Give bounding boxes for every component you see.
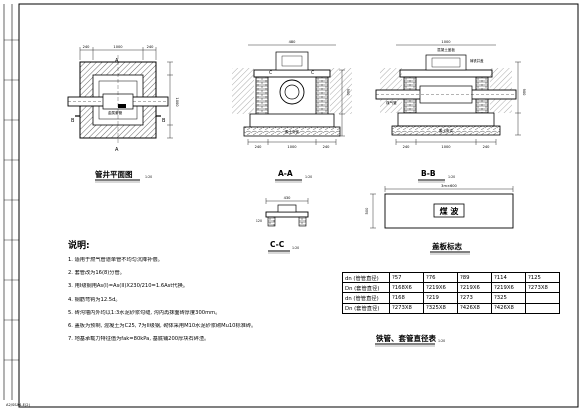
table-row: dn (管管直径) ?57 ?76 ?89 ?114 ?125	[342, 271, 560, 284]
drawing-stamp: A2/SSA4-E(2)	[6, 403, 30, 407]
note-item: 3. 用I级钢用As(I)=As(II)X230/210=1.6Ast代换。	[68, 283, 188, 290]
table-row: Dn (套管直径) ?273X8 ?325X8 ?426X8 ?426X8	[342, 302, 560, 314]
table-cell: ?273X8	[525, 282, 560, 294]
table-cell: ?89	[457, 271, 492, 284]
title-underlines	[95, 179, 470, 347]
plan-title: 管井平面图	[95, 170, 133, 179]
aa-dim-right: 240	[323, 145, 331, 149]
bb-top-label-2: 铸铁井盖	[470, 58, 484, 63]
notes-block: 说明: 1. 适用于燃气管道单管不均匀沉降补偿。 2. 套管改为16(8)分管。…	[68, 238, 326, 349]
plan-dim-right: 240	[147, 45, 155, 49]
table-cell	[525, 302, 560, 314]
table-row: Dn (套管直径) ?168X6 ?219X6 ?219X6 ?219X6 ?2…	[342, 282, 560, 294]
table-cell: ?125	[525, 271, 560, 284]
table-row-head: Dn (套管直径)	[342, 302, 390, 314]
table-cell: ?219	[423, 292, 458, 304]
section-bb: 混凝土盖板 铸铁井盖 煤气管 素土夯实 1000 240 1000 240 90…	[375, 40, 526, 149]
aa-base-label: 素土夯实	[285, 129, 300, 134]
table-scale: 1:20	[438, 339, 446, 343]
plan-mark-a-bottom: A	[115, 147, 119, 153]
table-cell: ?426X8	[491, 302, 526, 314]
table-row-head: dn (管管直径)	[342, 271, 390, 284]
note-item: 1. 适用于燃气管道单管不均匀沉降补偿。	[68, 257, 163, 263]
table-title: 铁管、套管直径表	[376, 334, 436, 343]
cover-title: 盖板标志	[432, 242, 462, 251]
plan-view: 金属套管 240 1000 240 1000 A A B B	[67, 45, 179, 153]
table-row: dn (管管直径) ?168 ?219 ?273 ?325	[342, 292, 560, 304]
bb-title: B-B	[421, 169, 436, 178]
table-row-head: Dn (套管直径)	[342, 282, 390, 294]
table-cell: ?168	[389, 292, 424, 304]
plan-mark-a-top: A	[115, 58, 119, 64]
table-cell: ?273	[457, 292, 492, 304]
table-cell: ?325	[491, 292, 526, 304]
plan-scale: 1:20	[145, 175, 153, 179]
cc-title: C-C	[270, 240, 285, 249]
aa-scale: 1:20	[305, 175, 313, 179]
plan-mark-b-right: B	[162, 118, 166, 124]
bb-dim-side: 900	[522, 89, 526, 97]
table-cell: ?426X8	[457, 302, 492, 314]
table-cell	[525, 292, 560, 304]
section-cc: 430 120	[256, 196, 309, 227]
bb-dim-top: 1000	[441, 40, 451, 44]
table-cell: ?219X6	[423, 282, 458, 294]
section-aa: 素土夯实 C C 480 240 1000 240 900	[232, 40, 352, 149]
table-cell: ?114	[491, 271, 526, 284]
cover-dim-side: 500	[365, 207, 369, 215]
note-item: 2. 套管改为16(8)分管。	[68, 270, 125, 277]
table-cell: ?168X6	[389, 282, 424, 294]
bb-top-label: 混凝土盖板	[437, 47, 455, 52]
cover-text: 煤 波	[440, 206, 460, 216]
cover-mark: 煤 波 3m×600 500	[365, 184, 514, 229]
table-cell: ?219X6	[491, 282, 526, 294]
aa-dim-top: 480	[289, 40, 297, 44]
note-item: 6. 盖板为预制, 混凝土为C25, 7为II级钢, 砌体采用M10水泥砂浆砌M…	[68, 322, 257, 329]
cc-dim-top: 430	[284, 196, 292, 200]
bb-gas-label: 煤气管	[386, 100, 397, 105]
bb-base-label: 素土夯实	[439, 128, 454, 133]
aa-dim-side: 900	[346, 89, 350, 97]
aa-mark-c-left: C	[269, 70, 272, 76]
cc-dim-left: 120	[256, 219, 262, 223]
bb-dim-left: 240	[403, 145, 411, 149]
table-row-head: dn (管管直径)	[342, 292, 390, 304]
table-cell: ?219X6	[457, 282, 492, 294]
table-cell: ?273X8	[389, 302, 424, 314]
note-item: 5. 砖沟墙内外均以1:3水泥砂浆勾缝, 沟内再抹面砖厚度300mm。	[68, 309, 221, 316]
table-cell: ?325X8	[423, 302, 458, 314]
pipe-diameter-table: dn (管管直径) ?57 ?76 ?89 ?114 ?125 Dn (套管直径…	[342, 271, 560, 314]
plan-dim-mid: 1000	[113, 45, 123, 49]
bb-dim-right: 240	[483, 145, 491, 149]
table-cell: ?76	[423, 271, 458, 284]
plan-mark-b-left: B	[71, 118, 75, 124]
cover-dim-top: 3m×600	[441, 184, 457, 188]
aa-mark-c-right: C	[311, 70, 314, 76]
bb-scale: 1:20	[448, 175, 456, 179]
aa-title: A-A	[278, 169, 293, 178]
aa-dim-left: 240	[255, 145, 263, 149]
cc-scale: 1:20	[292, 246, 300, 250]
plan-inner-label: 金属套管	[108, 110, 123, 115]
note-item: 7. 地基承载力特征值为fak=80kPa, 基底铺200厚块石碎渣。	[68, 336, 210, 343]
note-item: 4. 钢筋弯钩为12.5d。	[68, 296, 121, 303]
sheet-frame	[3, 3, 579, 408]
aa-dim-mid: 1000	[287, 145, 297, 149]
plan-dim-side: 1000	[175, 97, 179, 107]
bb-dim-mid: 1000	[441, 145, 451, 149]
table-cell: ?57	[389, 271, 424, 284]
plan-dim-left: 240	[83, 45, 91, 49]
notes-title: 说明:	[68, 241, 90, 251]
